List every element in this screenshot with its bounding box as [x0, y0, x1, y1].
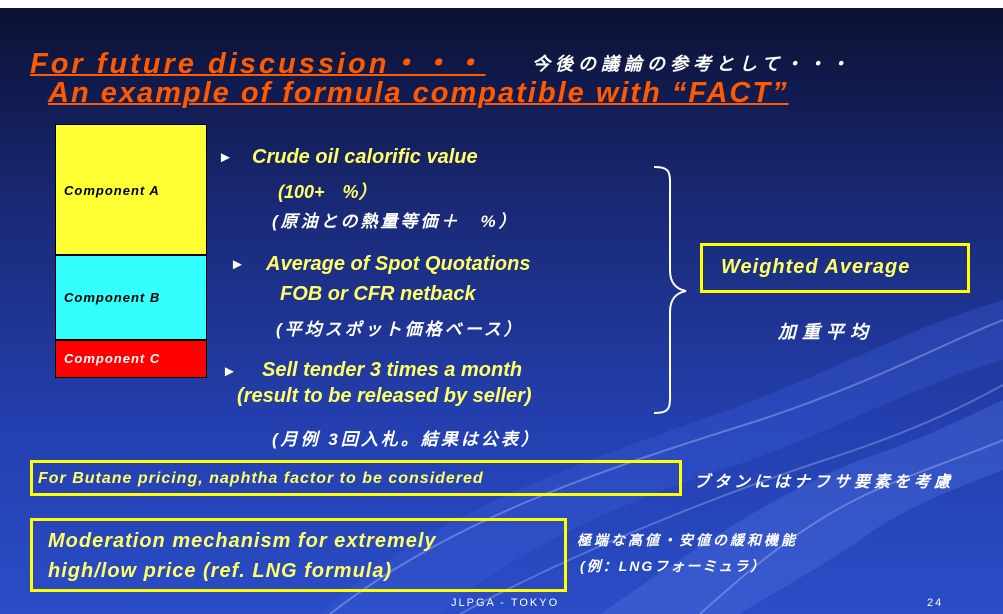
component-c-desc-1: Sell tender 3 times a month [262, 359, 523, 381]
component-b-desc-3: (平均スポット価格ベース） [276, 320, 524, 339]
component-b-block: Component B [55, 255, 207, 340]
component-c-desc-2: (result to be released by seller) [237, 385, 532, 407]
page-number: 24 [927, 597, 944, 609]
right-brace-icon [653, 166, 687, 414]
moderation-box: Moderation mechanism for extremely high/… [30, 518, 567, 592]
title-line1-jp: 今後の議論の参考として・・・ [532, 54, 854, 74]
component-b-label: Component B [64, 290, 161, 305]
component-c-block: Component C [55, 340, 207, 378]
component-b-desc-1: Average of Spot Quotations [266, 253, 531, 275]
component-a-desc-3: (原油との熱量等価＋ %） [272, 212, 519, 231]
component-c-desc-3: (月例 3回入札。結果は公表） [272, 430, 541, 449]
component-b-desc-2: FOB or CFR netback [280, 283, 476, 305]
moderation-jp-1: 極端な高値・安値の緩和機能 [577, 532, 798, 548]
weighted-average-box: Weighted Average [700, 243, 970, 293]
title-line1: For future discussion・・・ [30, 48, 486, 80]
footer-label: JLPGA - TOKYO [451, 597, 560, 609]
butane-label: For Butane pricing, naphtha factor to be… [38, 470, 484, 487]
title-line2: An example of formula compatible with “F… [48, 77, 789, 109]
component-a-desc-2: (100+ %） [278, 182, 377, 202]
moderation-jp-2: (例：LNGフォーミュラ） [580, 558, 767, 574]
arrow-b-icon: ► [230, 256, 245, 273]
butane-jp: ブタンにはナフサ要素を考慮 [694, 474, 955, 491]
component-a-label: Component A [64, 183, 160, 198]
component-a-desc-1: Crude oil calorific value [252, 146, 478, 168]
arrow-c-icon: ► [222, 363, 237, 380]
component-a-block: Component A [55, 124, 207, 255]
moderation-line2: high/low price (ref. LNG formula) [48, 560, 393, 582]
moderation-line1: Moderation mechanism for extremely [48, 530, 437, 552]
arrow-a-icon: ► [218, 149, 233, 166]
top-band [0, 0, 1003, 8]
butane-box: For Butane pricing, naphtha factor to be… [30, 460, 682, 496]
weighted-average-label: Weighted Average [721, 256, 911, 278]
weighted-average-jp: 加重平均 [778, 322, 874, 342]
component-c-label: Component C [64, 351, 161, 366]
